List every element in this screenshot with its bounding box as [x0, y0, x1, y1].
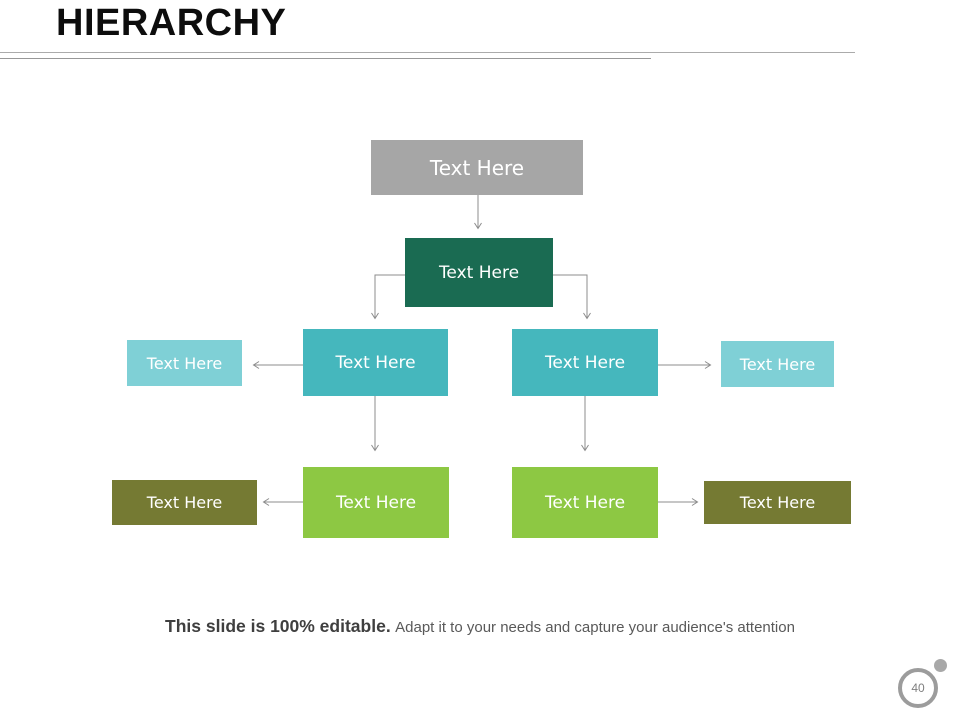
node-level3-left[interactable]: Text Here	[303, 329, 448, 396]
node-level3-far-left[interactable]: Text Here	[127, 340, 242, 386]
node-level2-label: Text Here	[438, 262, 520, 283]
node-level4-right-label: Text Here	[544, 492, 626, 513]
node-root-label: Text Here	[429, 155, 525, 180]
node-level4-left[interactable]: Text Here	[303, 467, 449, 538]
node-level3-right-label: Text Here	[544, 352, 626, 373]
footer-note: This slide is 100% editable. Adapt it to…	[0, 616, 960, 637]
node-level4-far-right-label: Text Here	[739, 493, 816, 512]
node-level3-far-left-label: Text Here	[146, 353, 223, 373]
node-level4-far-left[interactable]: Text Here	[112, 480, 257, 525]
node-level4-far-left-label: Text Here	[146, 493, 223, 512]
node-level3-left-label: Text Here	[335, 352, 416, 373]
title-underline-short	[0, 58, 651, 59]
footer-bold-text: This slide is 100% editable.	[165, 616, 391, 636]
page-title: HIERARCHY	[56, 2, 287, 44]
page-number-badge: 40	[898, 668, 938, 708]
title-underline-long	[0, 52, 855, 53]
connector-level2-to-left-branch	[371, 274, 405, 320]
node-root[interactable]: Text Here	[371, 140, 583, 195]
page-number: 40	[911, 681, 925, 695]
node-level3-right[interactable]: Text Here	[512, 329, 658, 396]
node-level4-right[interactable]: Text Here	[512, 467, 658, 538]
node-level2[interactable]: Text Here	[405, 238, 553, 307]
footer-regular-text: Adapt it to your needs and capture your …	[395, 619, 795, 636]
page-badge-dot	[934, 659, 947, 672]
connector-level2-to-right-branch	[553, 274, 591, 320]
node-level3-far-right-label: Text Here	[739, 354, 816, 374]
node-level3-far-right[interactable]: Text Here	[721, 341, 834, 387]
node-level4-left-label: Text Here	[335, 492, 417, 513]
node-level4-far-right[interactable]: Text Here	[704, 481, 851, 524]
